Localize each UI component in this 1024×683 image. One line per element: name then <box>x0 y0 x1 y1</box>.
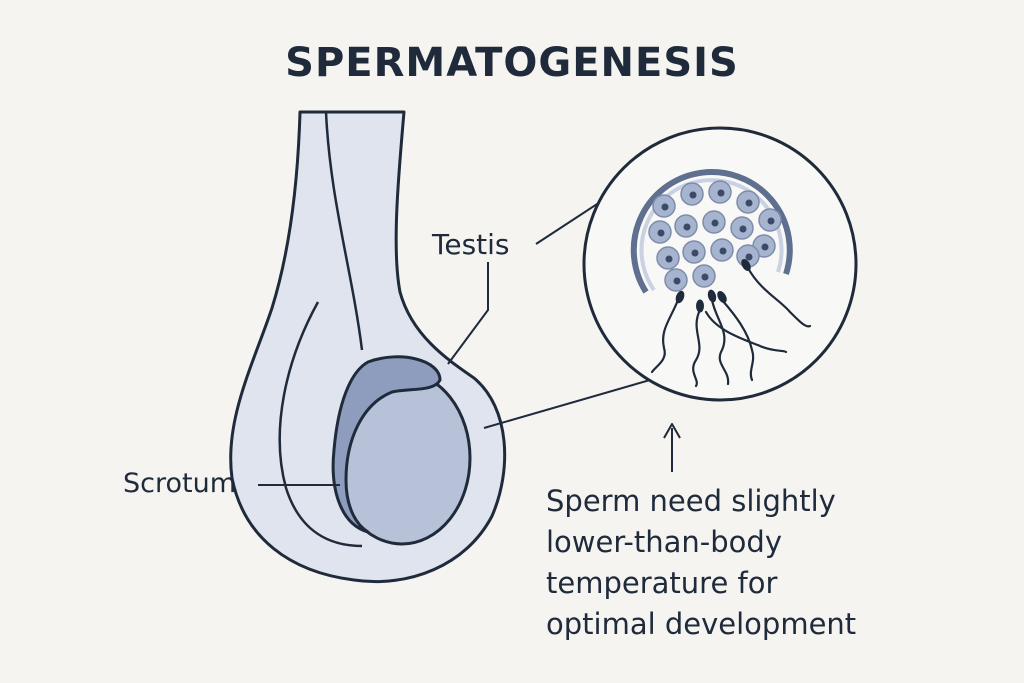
germ-cell-nucleus <box>689 191 697 199</box>
sperm-head <box>741 259 751 271</box>
sperm-head <box>696 299 704 313</box>
caption-line: Sperm need slightly <box>546 484 836 518</box>
germ-cell-nucleus <box>691 249 699 257</box>
germ-cell-nucleus <box>711 219 719 227</box>
scrotum-label: Scrotum <box>123 468 237 499</box>
germ-cell-nucleus <box>661 203 669 211</box>
germ-cell-nucleus <box>683 223 691 231</box>
germ-cell-nucleus <box>719 247 727 255</box>
sperm-head <box>675 290 685 304</box>
sperm-tail <box>720 298 755 382</box>
testis-label: Testis <box>432 228 510 261</box>
magnify-line-bottom <box>483 379 651 429</box>
germ-cell-nucleus <box>761 243 769 251</box>
germ-cell-nucleus <box>739 225 747 233</box>
sperm-tail <box>692 308 702 388</box>
germ-cell-nucleus <box>717 189 725 197</box>
spermatic-cord-line <box>324 111 364 351</box>
germ-cell-nucleus <box>745 253 753 261</box>
epididymis <box>331 355 442 534</box>
sperm-cells <box>650 266 812 388</box>
germ-cell-nucleus <box>701 273 709 281</box>
caption-line: temperature for <box>546 566 778 600</box>
testis-leader-line <box>447 262 489 365</box>
sperm-tail <box>710 298 730 386</box>
caption-line: lower-than-body <box>546 525 782 559</box>
sperm-tail <box>650 298 680 374</box>
germ-cell-nucleus <box>657 229 665 237</box>
sperm-head <box>707 289 717 303</box>
diagram-title: SPERMATOGENESIS <box>285 40 739 86</box>
caption-line: optimal development <box>546 607 857 641</box>
inner-fold-line <box>278 301 363 548</box>
sperm-tail <box>704 310 788 354</box>
arrow-up-icon <box>663 423 681 439</box>
seminiferous-tubule-wall <box>630 169 793 294</box>
caption: Sperm need slightly lower-than-body temp… <box>546 481 856 645</box>
germ-cell-nucleus <box>745 199 753 207</box>
sperm-head <box>717 291 727 303</box>
germ-cell-nucleus <box>665 255 673 263</box>
germ-cell-nucleus <box>767 217 775 225</box>
sperm-tail <box>746 266 812 328</box>
germ-cell-nucleus <box>673 277 681 285</box>
germ-cells <box>648 180 782 292</box>
